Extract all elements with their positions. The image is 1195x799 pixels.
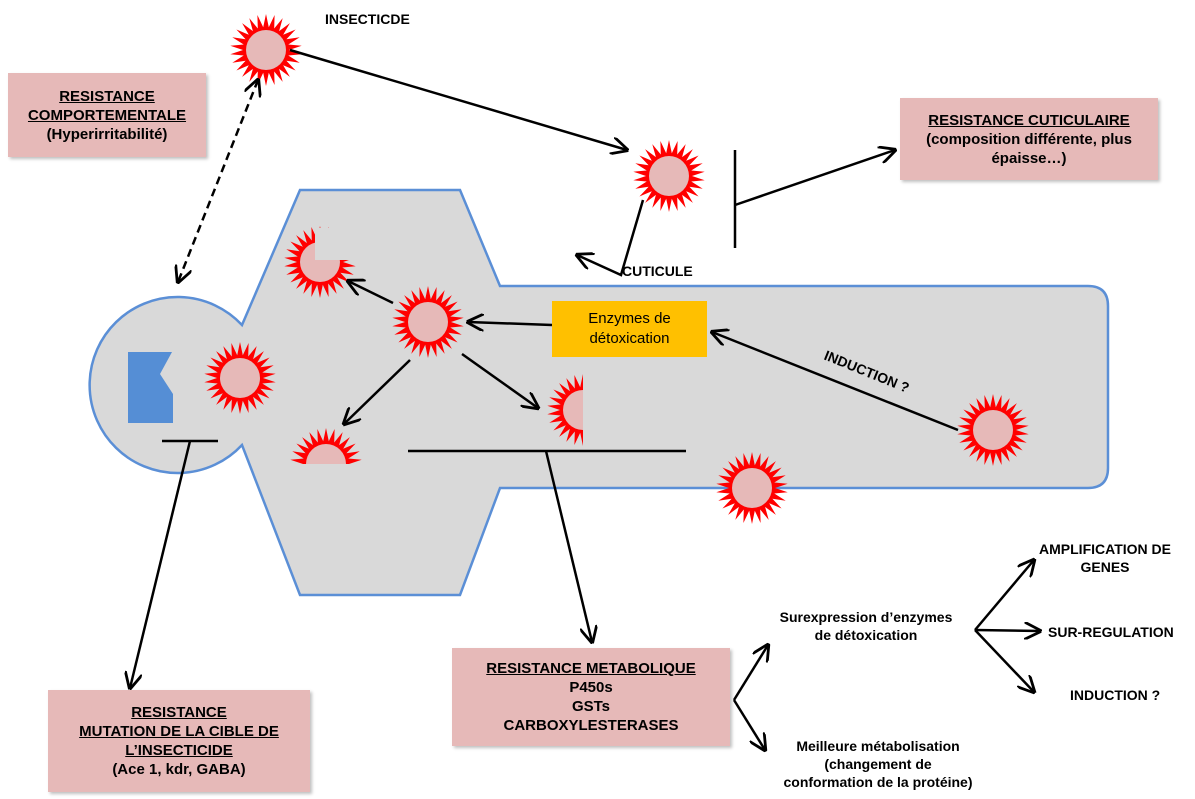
enzymes-box: Enzymes de détoxication	[552, 301, 707, 357]
mutation-title-2: MUTATION DE LA CIBLE DE	[79, 723, 279, 740]
cuticulaire-title: RESISTANCE CUTICULAIRE	[928, 111, 1130, 129]
label-insecticide: INSECTICDE	[325, 11, 410, 27]
metabolisation-line1: Meilleure métabolisation	[796, 738, 960, 754]
metabolisation-line3: conformation de la protéine)	[783, 774, 973, 790]
arrow-penetration	[577, 199, 645, 277]
metabolique-title: RESISTANCE METABOLIQUE	[486, 660, 696, 677]
molecule-target	[204, 342, 276, 414]
metabolique-item-2: GSTs	[571, 698, 611, 715]
molecule-outside	[716, 452, 788, 524]
amplification-line1: AMPLIFICATION DE	[1039, 541, 1171, 557]
label-surregulation: SUR-REGULATION	[1048, 624, 1174, 640]
metabolique-item-1: P450s	[569, 679, 613, 696]
arrow-branch-surregulation	[974, 630, 1040, 631]
metabolique-item-3: CARBOXYLESTERASES	[503, 717, 679, 734]
molecule-central	[392, 286, 464, 358]
arrow-insecticide-to-cuticle	[289, 48, 627, 150]
arrow-metabolic-to-box	[544, 450, 592, 642]
arrow-to-fragment-right	[461, 352, 538, 408]
arrow-branch-amplification	[974, 560, 1034, 631]
arrow-to-fragment-top	[348, 281, 394, 305]
cuticulaire-detail-1: (composition différente, plus	[926, 130, 1132, 148]
label-surexpression: Surexpression d’enzymes de détoxication	[752, 608, 980, 644]
arrow-dashed-behaviour	[178, 80, 258, 282]
mutation-detail: (Ace 1, kdr, GABA)	[112, 761, 246, 778]
comportementale-title-2: COMPORTEMENTALE	[27, 106, 187, 124]
arrow-target-to-box	[130, 440, 192, 688]
label-amplification: AMPLIFICATION DE GENES	[1012, 540, 1195, 576]
molecule-fragment-right	[547, 374, 583, 446]
box-resistance-cuticulaire: RESISTANCE CUTICULAIRE (composition diff…	[900, 98, 1158, 180]
molecule-cuticle	[633, 140, 705, 212]
box-resistance-metabolique: RESISTANCE METABOLIQUE P450s GSTs CARBOX…	[452, 648, 730, 746]
fragment-notch	[315, 228, 357, 260]
label-induction-branch: INDUCTION ?	[1070, 687, 1161, 703]
target-receptor	[128, 352, 173, 423]
comportementale-title-1: RESISTANCE	[59, 87, 155, 105]
surexpression-line2: de détoxication	[814, 627, 918, 643]
arrow-induction	[712, 332, 959, 432]
arrow-enzymes-to-molecule	[468, 322, 553, 325]
molecule-fragment-bottom	[290, 428, 362, 464]
box-resistance-comportementale: RESISTANCE COMPORTEMENTALE (Hyperirritab…	[8, 73, 206, 157]
arrow-branch-metabolisation	[732, 699, 765, 750]
label-metabolisation: Meilleure métabolisation (changement de …	[758, 737, 998, 791]
enzymes-line2: détoxication	[589, 330, 670, 347]
mutation-title-3: L’INSECTICIDE	[125, 742, 233, 759]
molecule-induction	[957, 394, 1029, 466]
surexpression-line1: Surexpression d’enzymes	[779, 609, 953, 625]
comportementale-detail: (Hyperirritabilité)	[46, 125, 168, 143]
enzymes-line1: Enzymes de	[588, 310, 671, 327]
label-cuticule: CUTICULE	[622, 263, 693, 279]
metabolisation-line2: (changement de	[824, 756, 932, 772]
arrow-branch-surexpression	[732, 645, 768, 701]
molecule-insecticide-top	[230, 14, 302, 86]
mutation-title-1: RESISTANCE	[131, 704, 227, 721]
cuticulaire-detail-2: épaisse…)	[991, 149, 1067, 167]
amplification-line2: GENES	[1080, 559, 1130, 575]
arrow-branch-induction	[974, 629, 1034, 692]
arrow-to-fragment-bottom	[344, 359, 411, 424]
arrow-cuticle-to-box	[734, 150, 895, 207]
box-resistance-mutation: RESISTANCE MUTATION DE LA CIBLE DE L’INS…	[48, 690, 310, 792]
